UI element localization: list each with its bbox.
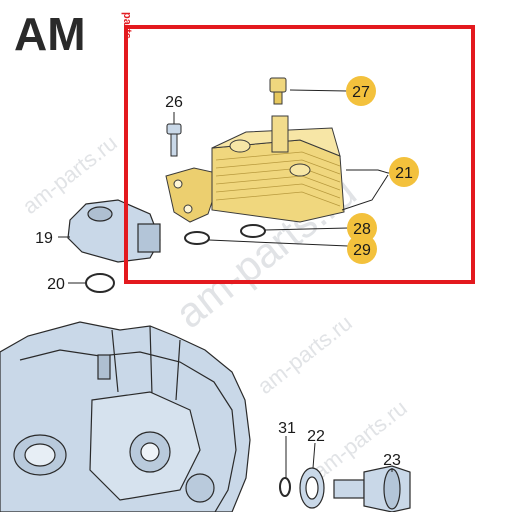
part-26-bolt	[166, 123, 182, 157]
callout-label-21: 21	[395, 165, 413, 182]
am-parts-logo: AM parts	[14, 8, 133, 60]
callout-label-31: 31	[278, 420, 296, 437]
callout-label-29: 29	[353, 242, 371, 259]
callout-badge-21: 21	[389, 157, 419, 187]
callout-label-27: 27	[352, 84, 370, 101]
watermark: am-parts.ru	[253, 310, 357, 399]
part-19-bracket	[67, 199, 161, 263]
part-20-o-ring	[85, 273, 115, 293]
callout-badge-29: 29	[347, 234, 377, 264]
transmission-housing	[0, 321, 251, 512]
callout-badge-28: 28	[347, 213, 377, 243]
callout-label-23: 23	[383, 452, 401, 469]
callout-badge-27: 27	[346, 76, 376, 106]
callout-label-28: 28	[353, 221, 371, 238]
part-28-o-ring	[240, 224, 266, 238]
part-29-o-ring	[184, 231, 210, 245]
callout-label-20: 20	[47, 276, 65, 293]
part-22-seal	[299, 467, 325, 509]
highlight-frame	[124, 25, 475, 284]
callout-label-26: 26	[165, 94, 183, 111]
part-21-oil-cooler	[165, 115, 345, 223]
part-31-ring	[279, 477, 291, 497]
part-27-plug	[269, 77, 287, 105]
part-23-flange-shaft	[333, 465, 411, 512]
callout-label-19: 19	[35, 230, 53, 247]
logo-am-text: AM	[14, 8, 86, 60]
callout-label-22: 22	[307, 428, 325, 445]
